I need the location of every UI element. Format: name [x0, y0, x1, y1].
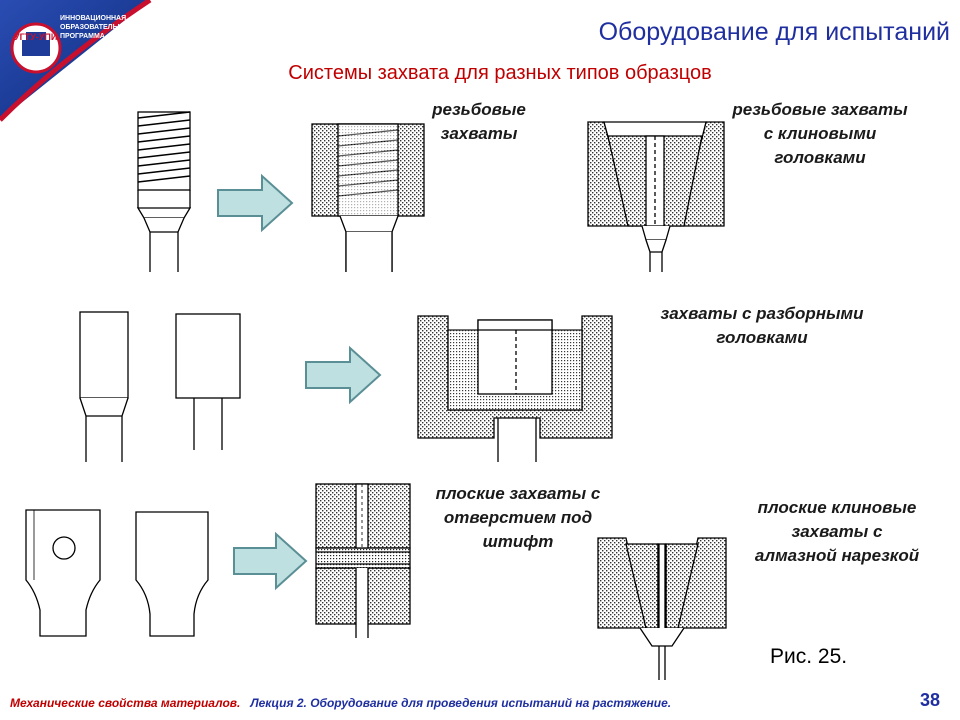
flat-wedge-grip — [597, 537, 727, 680]
caption-line: захваты — [440, 124, 518, 143]
logo-badge: УГТУ-УПИ — [14, 32, 57, 42]
split-head-grip — [417, 315, 613, 462]
caption-line: головками — [716, 328, 808, 347]
threaded-specimen — [136, 111, 192, 272]
caption-flat-pin-grips: плоские захваты с отверстием под штифт — [408, 482, 628, 554]
page-number: 38 — [920, 690, 941, 710]
caption-line: захваты с — [791, 522, 883, 541]
logo-line-2: ОБРАЗОВАТЕЛЬНАЯ — [60, 24, 133, 31]
arrow-row-1 — [217, 173, 294, 233]
caption-line: захваты с разборными — [660, 304, 864, 323]
caption-line: плоские клиновые — [757, 498, 917, 517]
page-title: Оборудование для испытаний — [598, 18, 950, 46]
caption-threaded-wedge-grips: резьбовые захваты с клиновыми головками — [700, 98, 940, 170]
caption-line: резьбовые — [432, 100, 526, 119]
flat-wedge-specimen — [135, 511, 209, 637]
university-logo: ИННОВАЦИОННАЯ ОБРАЗОВАТЕЛЬНАЯ ПРОГРАММА … — [0, 0, 152, 122]
caption-line: головками — [774, 148, 866, 167]
threaded-grip — [311, 123, 425, 272]
footer: Механические свойства материалов. Лекция… — [10, 696, 671, 710]
page-subtitle: Системы захвата для разных типов образцо… — [288, 62, 712, 84]
caption-line: штифт — [482, 532, 554, 551]
flat-pin-specimen — [25, 509, 101, 637]
footer-course: Механические свойства материалов. — [10, 696, 241, 710]
flat-pin-grip — [315, 483, 411, 638]
button-head-specimen-front — [175, 313, 241, 450]
figure-label: Рис. 25. — [770, 645, 848, 668]
caption-flat-wedge-grips: плоские клиновые захваты с алмазной наре… — [724, 496, 950, 568]
arrow-row-3 — [233, 531, 308, 591]
threaded-wedge-grip — [587, 121, 725, 272]
logo-line-1: ИННОВАЦИОННАЯ — [60, 15, 126, 22]
caption-line: с клиновыми — [763, 124, 877, 143]
arrow-row-2 — [305, 345, 382, 405]
caption-line: отверстием под — [443, 508, 593, 527]
logo-line-3: ПРОГРАММА — [60, 33, 105, 40]
footer-lecture: Лекция 2. Оборудование для проведения ис… — [250, 696, 672, 710]
caption-line: алмазной нарезкой — [754, 546, 920, 565]
caption-threaded-grips: резьбовые захваты — [404, 98, 554, 146]
caption-line: резьбовые захваты — [732, 100, 908, 119]
button-head-specimen-side — [79, 311, 129, 462]
caption-line: плоские захваты с — [435, 484, 601, 503]
caption-split-head-grips: захваты с разборными головками — [622, 302, 902, 350]
